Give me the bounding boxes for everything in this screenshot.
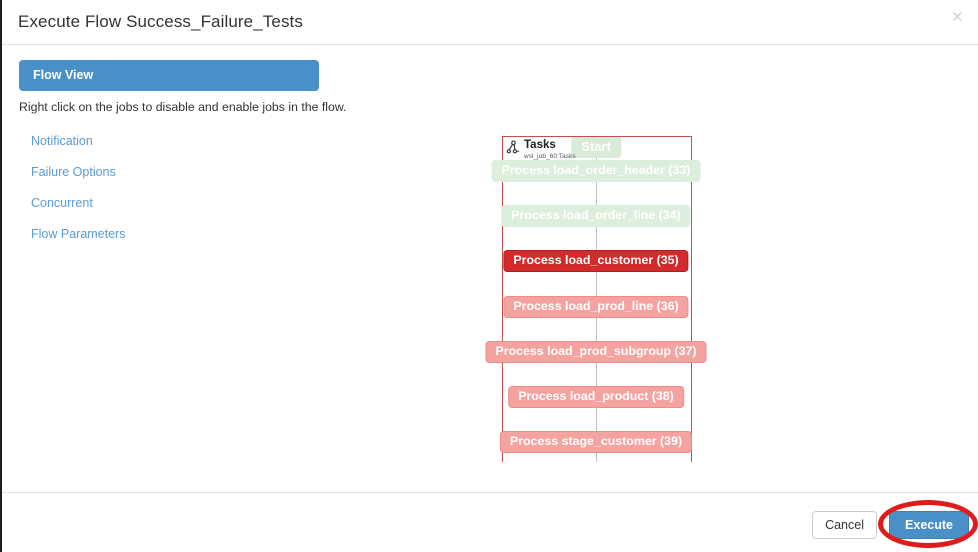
flow-group-tasks[interactable]: Tasks wsl_job_60:Tasks: [502, 136, 692, 462]
dialog-body: Flow View Right click on the jobs to dis…: [2, 45, 978, 492]
flow-node-task[interactable]: Process load_product (38): [508, 386, 684, 408]
page-title: Execute Flow Success_Failure_Tests: [18, 12, 303, 31]
dialog-header: Execute Flow Success_Failure_Tests ×: [2, 0, 978, 45]
dialog-footer: Cancel Execute: [2, 492, 978, 552]
hierarchy-tree-icon: [506, 140, 521, 160]
close-icon[interactable]: ×: [948, 6, 967, 29]
sidebar-item-notification[interactable]: Notification: [31, 134, 93, 148]
flow-group-header: Tasks wsl_job_60:Tasks: [506, 139, 576, 161]
cancel-button[interactable]: Cancel: [812, 511, 877, 539]
flow-group-title: Tasks: [524, 139, 556, 151]
flow-node-task[interactable]: Process load_customer (35): [503, 250, 689, 272]
sidebar: Flow View Right click on the jobs to dis…: [19, 60, 347, 241]
execute-button[interactable]: Execute: [889, 511, 969, 539]
sidebar-item-flow-view[interactable]: Flow View: [19, 60, 319, 91]
flow-node-task[interactable]: Process load_order_header (33): [491, 160, 701, 182]
flow-node-task[interactable]: Process load_prod_subgroup (37): [485, 341, 707, 363]
flow-group-subtitle: wsl_job_60:Tasks: [524, 153, 576, 160]
flow-node-task[interactable]: Process load_order_line (34): [501, 205, 691, 227]
flow-node-task[interactable]: Process stage_customer (39): [499, 431, 693, 453]
sidebar-item-flow-parameters[interactable]: Flow Parameters: [31, 227, 126, 241]
flow-node-task[interactable]: Process load_prod_line (36): [503, 296, 689, 318]
sidebar-hint-text: Right click on the jobs to disable and e…: [19, 100, 347, 114]
sidebar-item-concurrent[interactable]: Concurrent: [31, 196, 93, 210]
sidebar-item-failure-options[interactable]: Failure Options: [31, 165, 116, 179]
flow-diagram-canvas[interactable]: Start Tasks: [382, 45, 802, 465]
